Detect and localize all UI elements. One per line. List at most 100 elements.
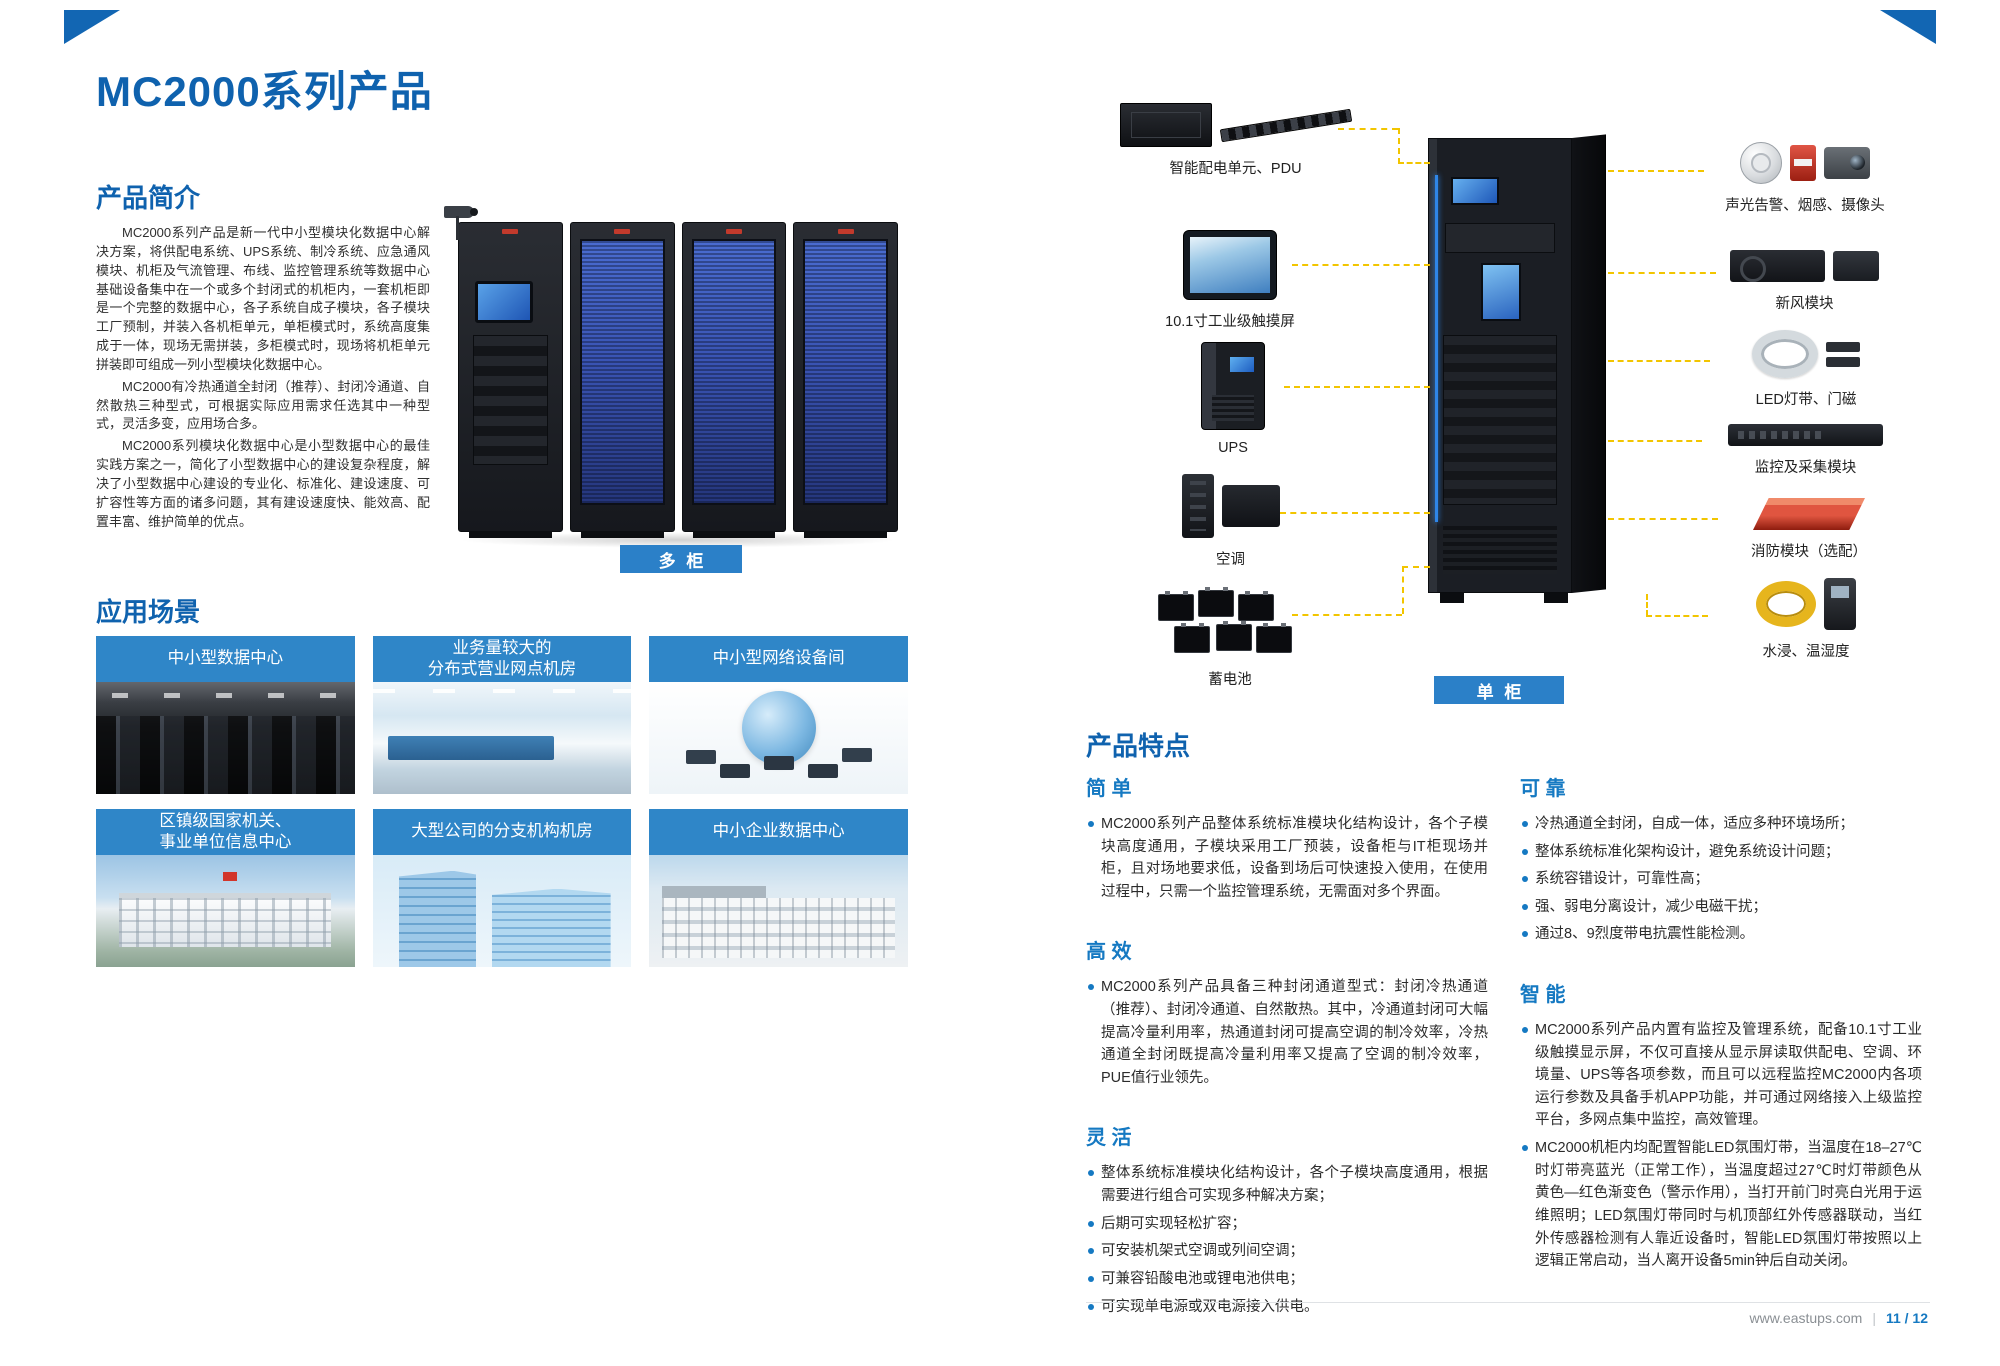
feature-item-text: MC2000系列产品具备三种封闭通道型式：封闭冷热通道（推荐）、封闭冷通道、自然… (1101, 979, 1488, 1086)
cabinet-logo (725, 229, 742, 234)
sound-light-alarm-icon (1790, 145, 1816, 181)
battery-cell-icon (1216, 621, 1252, 651)
monitoring-module-image (1698, 424, 1913, 446)
feature-title: 灵 活 (1086, 1127, 1132, 1150)
aircon-box-icon (1221, 485, 1280, 527)
connector-line (1280, 512, 1430, 514)
feature-list: MC2000系列产品具备三种封闭通道型式：封闭冷热通道（推荐）、封闭冷通道、自然… (1086, 976, 1488, 1089)
component-alarm-sensors: 声光告警、烟感、摄像头 (1700, 142, 1910, 215)
cabinet-logo (837, 229, 854, 234)
fire-module-icon (1753, 498, 1865, 530)
feature-item: 整体系统标准化架构设计，避免系统设计问题； (1520, 841, 1922, 864)
cabinet-front (1428, 138, 1572, 593)
feature-item: 冷热通道全封闭，自成一体，适应多种环境场所； (1520, 813, 1922, 836)
aircon-unit-icon (1181, 474, 1214, 538)
scenario-title-line: 分布式营业网点机房 (427, 660, 577, 678)
component-label: 10.1寸工业级触摸屏 (1165, 314, 1295, 330)
feature-item: 系统容错设计，可靠性高； (1520, 868, 1922, 891)
camera-icon (1824, 147, 1870, 179)
scenario-title-line: 事业单位信息中心 (159, 833, 292, 851)
feature-item-text: 强、弱电分离设计，减少电磁干扰； (1535, 898, 1767, 915)
connector-line (1398, 128, 1400, 164)
scenario-title-line: 中小型数据中心 (167, 649, 284, 668)
footer-page-number: 11 / 12 (1885, 1310, 1928, 1326)
battery-cell-icon (1256, 623, 1292, 653)
component-pdu: 智能配电单元、PDU (1118, 103, 1353, 178)
smoke-detector-icon (1740, 142, 1782, 184)
feature-item-text: 冷热通道全封闭，自成一体，适应多种环境场所； (1535, 816, 1854, 832)
features-column-left: 简 单 MC2000系列产品整体系统标准模块化结构设计，各个子模块高度通用，子模… (1086, 772, 1488, 1350)
feature-list: 冷热通道全封闭，自成一体，适应多种环境场所； 整体系统标准化架构设计，避免系统设… (1520, 813, 1922, 946)
ups-tower-icon (1201, 342, 1265, 430)
connector-line (1292, 264, 1430, 266)
component-fresh-air: 新风模块 (1712, 250, 1897, 313)
connector-line (1608, 440, 1702, 442)
feature-title: 简 单 (1086, 778, 1132, 800)
connector-line (1338, 128, 1398, 130)
component-led-strip: LED灯带、门磁 (1706, 330, 1906, 409)
component-label: 新风模块 (1775, 296, 1834, 312)
connector-line (1608, 360, 1710, 362)
scenario-card-title: 区镇级国家机关、 事业单位信息中心 (96, 809, 355, 855)
feature-item-text: 系统容错设计，可靠性高； (1535, 871, 1709, 888)
door-magnet-icon (1826, 341, 1860, 352)
cabinet-screen (475, 281, 533, 323)
scenario-card: 中小型数据中心 (96, 636, 355, 794)
touchscreen-icon (1183, 230, 1277, 300)
fresh-air-module-icon (1730, 250, 1825, 282)
door-magnet-icon (1826, 356, 1860, 367)
feature-title: 高 效 (1086, 941, 1132, 964)
single-cabinet-label: 单 柜 (1434, 676, 1564, 704)
multi-cabinet-label: 多 柜 (620, 545, 742, 573)
scenario-card: 中小型网络设备间 (649, 636, 908, 794)
feature-item-text: 可兼容铅酸电池或锂电池供电； (1101, 1270, 1304, 1287)
connector-line (1646, 615, 1708, 617)
connector-line (1608, 272, 1716, 274)
cabinet-display (1481, 263, 1521, 321)
feature-item: MC2000系列产品整体系统标准模块化结构设计，各个子模块高度通用，子模块采用工… (1086, 813, 1488, 903)
feature-title: 智 能 (1520, 984, 1566, 1007)
battery-cell-icon (1174, 623, 1210, 653)
touchscreen-image (1150, 230, 1310, 300)
application-scenarios-grid: 中小型数据中心 业务量较大的 分布式营业网点机房 中小型网络设备间 区镇级国家机… (96, 636, 908, 967)
intro-paragraph-2: MC2000有冷热通道全封闭（推荐）、封闭冷通道、自然散热三种型式，可根据实际应… (96, 378, 430, 432)
feature-item-text: 通过8、9烈度带电抗震性能检测。 (1535, 926, 1755, 943)
led-strip-image (1706, 330, 1906, 378)
component-label: UPS (1218, 440, 1248, 456)
scenario-card-title: 中小企业数据中心 (649, 809, 908, 855)
connector-line (1292, 614, 1402, 616)
scenario-card-title: 中小型数据中心 (96, 636, 355, 682)
intro-heading: 产品简介 (96, 183, 201, 213)
feature-item-text: 整体系统标准化架构设计，避免系统设计问题； (1535, 843, 1840, 860)
component-label: 蓄电池 (1208, 672, 1252, 688)
intro-paragraph-3: MC2000系列模块化数据中心是小型数据中心的最佳实践方案之一，简化了小型数据中… (96, 438, 430, 529)
scenario-title-line: 业务量较大的 (452, 638, 552, 657)
sensor-cable-coil-icon (1756, 581, 1816, 627)
feature-efficient: 高 效 MC2000系列产品具备三种封闭通道型式：封闭冷热通道（推荐）、封闭冷通… (1086, 935, 1488, 1089)
features-column-right: 可 靠 冷热通道全封闭，自成一体，适应多种环境场所； 整体系统标准化架构设计，避… (1520, 772, 1922, 1305)
feature-item: 可安装机架式空调或列间空调； (1086, 1240, 1488, 1263)
page-title: MC2000系列产品 (96, 68, 433, 115)
feature-item: MC2000机柜内均配置智能LED氛围灯带，当温度在18–27℃时灯带亮蓝光（正… (1520, 1137, 1922, 1273)
feature-item: MC2000系列产品内置有监控及管理系统，配备10.1寸工业级触摸显示屏，不仅可… (1520, 1019, 1922, 1132)
feature-item: 强、弱电分离设计，减少电磁干扰； (1520, 896, 1922, 919)
scenario-card-title: 业务量较大的 分布式营业网点机房 (372, 636, 632, 682)
connector-line (1398, 162, 1430, 164)
fresh-air-box-icon (1833, 251, 1879, 281)
feature-list: 整体系统标准模块化结构设计，各个子模块高度通用，根据需要进行组合可实现多种解决方… (1086, 1162, 1488, 1318)
scenario-photo-corporate-branch (372, 855, 632, 967)
component-label: 声光告警、烟感、摄像头 (1725, 198, 1885, 214)
scenario-title-line: 区镇级国家机关、 (159, 811, 292, 830)
feature-smart: 智 能 MC2000系列产品内置有监控及管理系统，配备10.1寸工业级触摸显示屏… (1520, 978, 1922, 1273)
feature-item-text: 整体系统标准模块化结构设计，各个子模块高度通用，根据需要进行组合可实现多种解决方… (1101, 1165, 1488, 1205)
page-footer: www.eastups.com | 11 / 12 (1749, 1310, 1928, 1326)
feature-list: MC2000系列产品整体系统标准模块化结构设计，各个子模块高度通用，子模块采用工… (1086, 813, 1488, 903)
cabinet-side (1572, 134, 1606, 593)
fresh-air-image (1712, 250, 1897, 282)
intro-paragraph-1: MC2000系列产品是新一代中小型模块化数据中心解决方案，将供配电系统、UPS系… (96, 225, 430, 372)
component-label: 空调 (1216, 552, 1245, 568)
cabinet-touchscreen (1451, 177, 1499, 205)
component-label: 智能配电单元、PDU (1169, 161, 1302, 177)
cabinet-door (691, 239, 777, 505)
